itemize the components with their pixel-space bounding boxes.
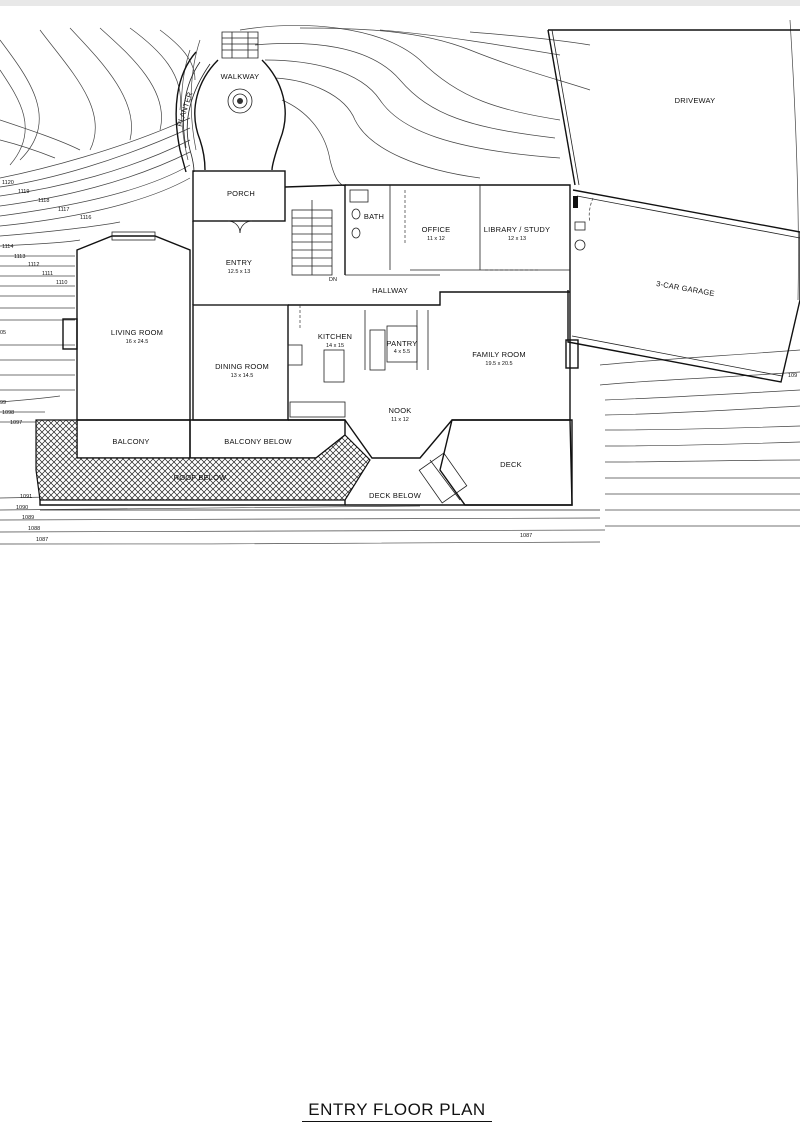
- hallway-label: HALLWAY: [372, 286, 408, 295]
- interior-details: [227, 189, 540, 504]
- contour-label-1119: 1119: [18, 189, 29, 195]
- garage-structure: [567, 189, 800, 383]
- contour-label-1118: 1118: [38, 198, 49, 204]
- driveway-area: [547, 29, 800, 186]
- driveway-label: DRIVEWAY: [675, 96, 716, 105]
- contour-label-109-right: 109: [788, 373, 797, 379]
- entry-dim: 12.5 x 13: [228, 269, 251, 275]
- contour-label-1090: 1090: [16, 505, 28, 511]
- office-dim: 11 x 12: [427, 236, 445, 242]
- contour-label-1088: 1088: [28, 526, 40, 532]
- contour-label-1087-right: 1087: [520, 533, 532, 539]
- contour-label-1116: 1116: [80, 215, 91, 221]
- living-label: LIVING ROOM: [111, 328, 163, 337]
- contour-label-1097: 1097: [10, 420, 22, 426]
- pantry-dim: 4 x 5.5: [394, 349, 411, 355]
- floor-plan-drawing: WALKWAY PLANTER DRIVEWAY PORCH BATH OFFI…: [0, 0, 800, 545]
- title-block: ENTRY FLOOR PLAN: [0, 548, 800, 1122]
- contour-labels: 1120 1119 1118 1117 1116 1114 1113 1112 …: [0, 180, 797, 543]
- family-dim: 19.5 x 20.5: [485, 361, 512, 367]
- contour-label-1111: 1111: [42, 271, 53, 277]
- living-dim: 16 x 24.5: [126, 339, 149, 345]
- contour-label-1117: 1117: [58, 207, 69, 213]
- garage-label: 3-CAR GARAGE: [656, 279, 716, 298]
- dining-label: DINING ROOM: [215, 362, 269, 371]
- library-dim: 12 x 13: [508, 236, 526, 242]
- balcony-label: BALCONY: [112, 437, 149, 446]
- office-label: OFFICE: [422, 225, 451, 234]
- contour-label-1087: 1087: [36, 537, 48, 543]
- roof-below-hatch: [35, 419, 371, 501]
- nook-dim: 11 x 12: [391, 417, 409, 423]
- family-label: FAMILY ROOM: [472, 350, 526, 359]
- top-frame-strip: [0, 0, 800, 6]
- contour-label-1120: 1120: [2, 180, 14, 186]
- contour-label-1113: 1113: [14, 254, 25, 260]
- contour-label-05: 05: [0, 330, 6, 336]
- house-walls: [62, 170, 579, 506]
- deck-below-label: DECK BELOW: [369, 491, 422, 500]
- deck-label: DECK: [500, 460, 522, 469]
- contour-label-1091: 1091: [20, 494, 32, 500]
- balcony-below-label: BALCONY BELOW: [224, 437, 292, 446]
- library-label: LIBRARY / STUDY: [484, 225, 551, 234]
- room-labels: WALKWAY PLANTER DRIVEWAY PORCH BATH OFFI…: [111, 72, 716, 500]
- nook-label: NOOK: [389, 406, 412, 415]
- walkway-label: WALKWAY: [221, 72, 260, 81]
- contour-label-99: 99: [0, 400, 6, 406]
- kitchen-label: KITCHEN: [318, 332, 352, 341]
- bath-label: BATH: [364, 212, 384, 221]
- entry-label: ENTRY: [226, 258, 252, 267]
- contour-label-1114: 1114: [2, 244, 13, 250]
- pantry-label: PANTRY: [387, 339, 418, 348]
- kitchen-dim: 14 x 15: [326, 343, 344, 349]
- contour-label-1110: 1110: [56, 280, 67, 286]
- contour-label-1089: 1089: [22, 515, 34, 521]
- roof-below-label: ROOF BELOW: [174, 473, 228, 482]
- contour-label-1098: 1098: [2, 410, 14, 416]
- walkway-area: [175, 31, 286, 173]
- dining-dim: 13 x 14.5: [231, 373, 254, 379]
- porch-label: PORCH: [227, 189, 255, 198]
- contour-label-1112: 1112: [28, 262, 39, 268]
- dn-label: DN: [329, 277, 337, 283]
- topo-contours-right: [599, 19, 800, 527]
- plan-title: ENTRY FLOOR PLAN: [302, 1100, 492, 1122]
- topo-contours-top: [181, 25, 591, 187]
